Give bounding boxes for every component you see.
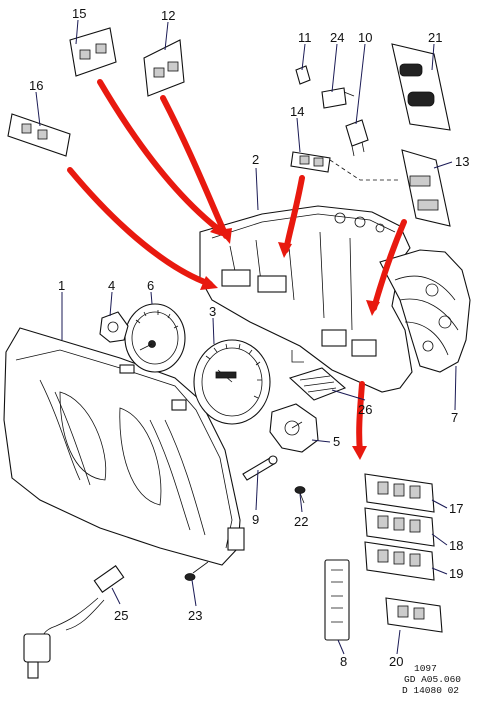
circuit-board-part — [288, 367, 347, 401]
callout-16: 16 — [29, 78, 43, 93]
bulb-11-part — [295, 65, 311, 85]
callout-20: 20 — [389, 654, 403, 669]
callout-1: 1 — [58, 278, 65, 293]
switch-strip-part — [324, 559, 350, 641]
cluster-housing-part — [199, 205, 413, 393]
switch-blank-14-part — [290, 151, 331, 173]
tachometer-part — [124, 303, 186, 373]
callout-12: 12 — [161, 8, 175, 23]
callout-8: 8 — [340, 654, 347, 669]
callout-6: 6 — [147, 278, 154, 293]
callout-24: 24 — [330, 30, 344, 45]
switch-bezel-20-part — [385, 597, 443, 633]
printed-circuit-part — [379, 249, 471, 373]
switch-blank-13-part — [401, 149, 451, 227]
wiring-loom-part — [23, 565, 125, 679]
callout-22: 22 — [294, 514, 308, 529]
assembly-dashed-line — [329, 159, 400, 181]
callout-3: 3 — [209, 304, 216, 319]
switch-blank-16-part — [7, 113, 71, 157]
reference-line-2: GD A05.060 — [404, 674, 461, 685]
reference-code: 1097 GD A05.060 D 14080 02 — [402, 663, 461, 696]
switch-bezel-19-part — [364, 541, 435, 581]
callout-15: 15 — [72, 6, 86, 21]
callout-9: 9 — [252, 512, 259, 527]
callout-14: 14 — [290, 104, 304, 119]
callout-5: 5 — [333, 434, 340, 449]
callout-18: 18 — [449, 538, 463, 553]
screw-lower-part — [184, 561, 209, 581]
reset-rod-part — [242, 455, 278, 481]
callout-25: 25 — [114, 608, 128, 623]
front-lens-part — [3, 327, 245, 566]
callout-4: 4 — [108, 278, 115, 293]
callout-labels: 15 12 11 24 10 21 16 14 2 13 1 4 6 3 7 2… — [29, 6, 469, 669]
callout-19: 19 — [449, 566, 463, 581]
switch-bezel-18-part — [364, 507, 435, 547]
switch-blank-15-part — [69, 27, 117, 77]
bulb-holder-10-part — [345, 119, 369, 157]
callout-2: 2 — [252, 152, 259, 167]
switch-blank-21-part — [391, 43, 451, 131]
callout-26: 26 — [358, 402, 372, 417]
temperature-gauge-part — [269, 403, 319, 453]
speedometer-part — [193, 339, 271, 425]
callout-10: 10 — [358, 30, 372, 45]
callout-13: 13 — [455, 154, 469, 169]
screw-part — [294, 486, 306, 504]
switch-bezel-17-part — [364, 473, 435, 513]
reference-line-1: 1097 — [414, 663, 437, 674]
callout-17: 17 — [449, 501, 463, 516]
callout-7: 7 — [451, 410, 458, 425]
leader-lines — [35, 19, 457, 655]
switch-blank-12-part — [143, 39, 185, 97]
highlight-arrows — [67, 79, 407, 460]
bulb-holder-24-part — [321, 87, 355, 109]
callout-21: 21 — [428, 30, 442, 45]
callout-23: 23 — [188, 608, 202, 623]
fuel-gauge-part — [99, 311, 129, 343]
callout-11: 11 — [298, 30, 312, 45]
reference-line-3: D 14080 02 — [402, 685, 459, 696]
